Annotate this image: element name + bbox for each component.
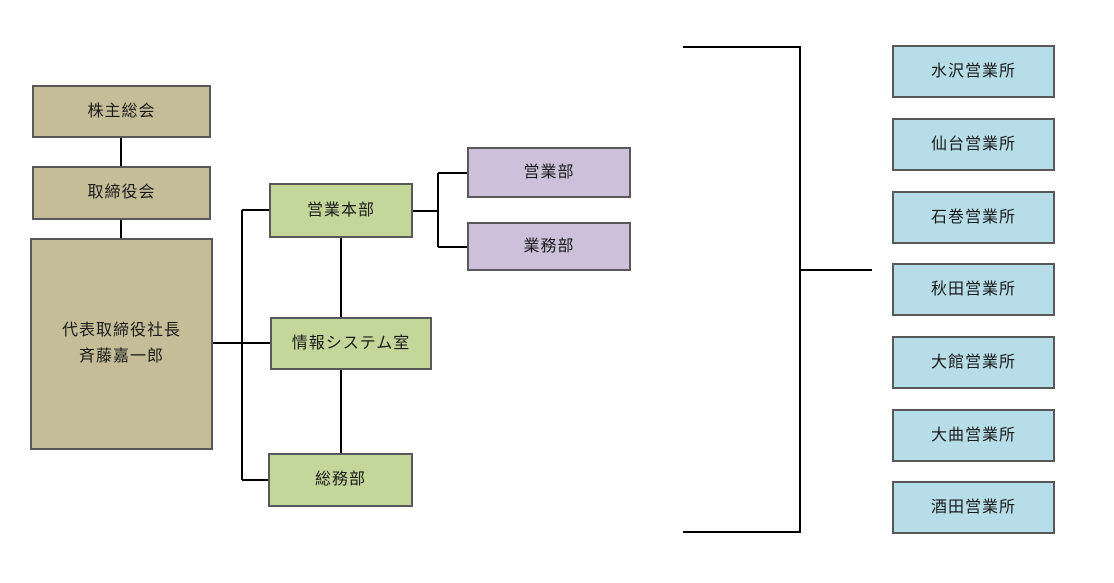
president-name: 斉藤嘉一郎 <box>78 348 164 365</box>
box-office-omagari: 大曲営業所 <box>892 409 1055 462</box>
box-office-sakata: 酒田営業所 <box>892 481 1055 534</box>
box-sales-department: 営業部 <box>467 147 631 198</box>
box-label: 営業本部 <box>306 201 375 219</box>
box-label: 大曲営業所 <box>930 426 1016 444</box>
box-label: 株主総会 <box>87 102 156 120</box>
president-title: 代表取締役社長 <box>61 322 181 340</box>
box-shareholders-meeting: 株主総会 <box>32 85 211 138</box>
box-office-mizusawa: 水沢営業所 <box>892 45 1055 98</box>
box-sales-headquarters: 営業本部 <box>269 183 413 238</box>
box-label: 総務部 <box>314 471 366 489</box>
box-label: 酒田営業所 <box>930 498 1016 516</box>
box-label: 業務部 <box>523 237 575 255</box>
box-office-odate: 大館営業所 <box>892 336 1055 389</box>
box-label: 仙台営業所 <box>930 135 1016 153</box>
box-office-akita: 秋田営業所 <box>892 263 1055 316</box>
box-label: 石巻営業所 <box>930 208 1016 226</box>
box-operations-department: 業務部 <box>467 222 631 271</box>
box-label: 営業部 <box>523 163 575 181</box>
box-label: 水沢営業所 <box>930 62 1016 80</box>
box-label: 情報システム室 <box>291 334 411 352</box>
box-general-affairs-department: 総務部 <box>268 453 413 507</box>
box-president: 代表取締役社長 斉藤嘉一郎 <box>30 238 213 450</box>
box-information-systems-office: 情報システム室 <box>270 317 432 370</box>
box-label: 大館営業所 <box>930 353 1016 371</box>
box-office-ishinomaki: 石巻営業所 <box>892 191 1055 244</box>
box-office-sendai: 仙台営業所 <box>892 118 1055 171</box>
box-label: 取締役会 <box>87 184 156 202</box>
box-board-of-directors: 取締役会 <box>32 166 211 220</box>
box-label: 秋田営業所 <box>930 280 1016 298</box>
